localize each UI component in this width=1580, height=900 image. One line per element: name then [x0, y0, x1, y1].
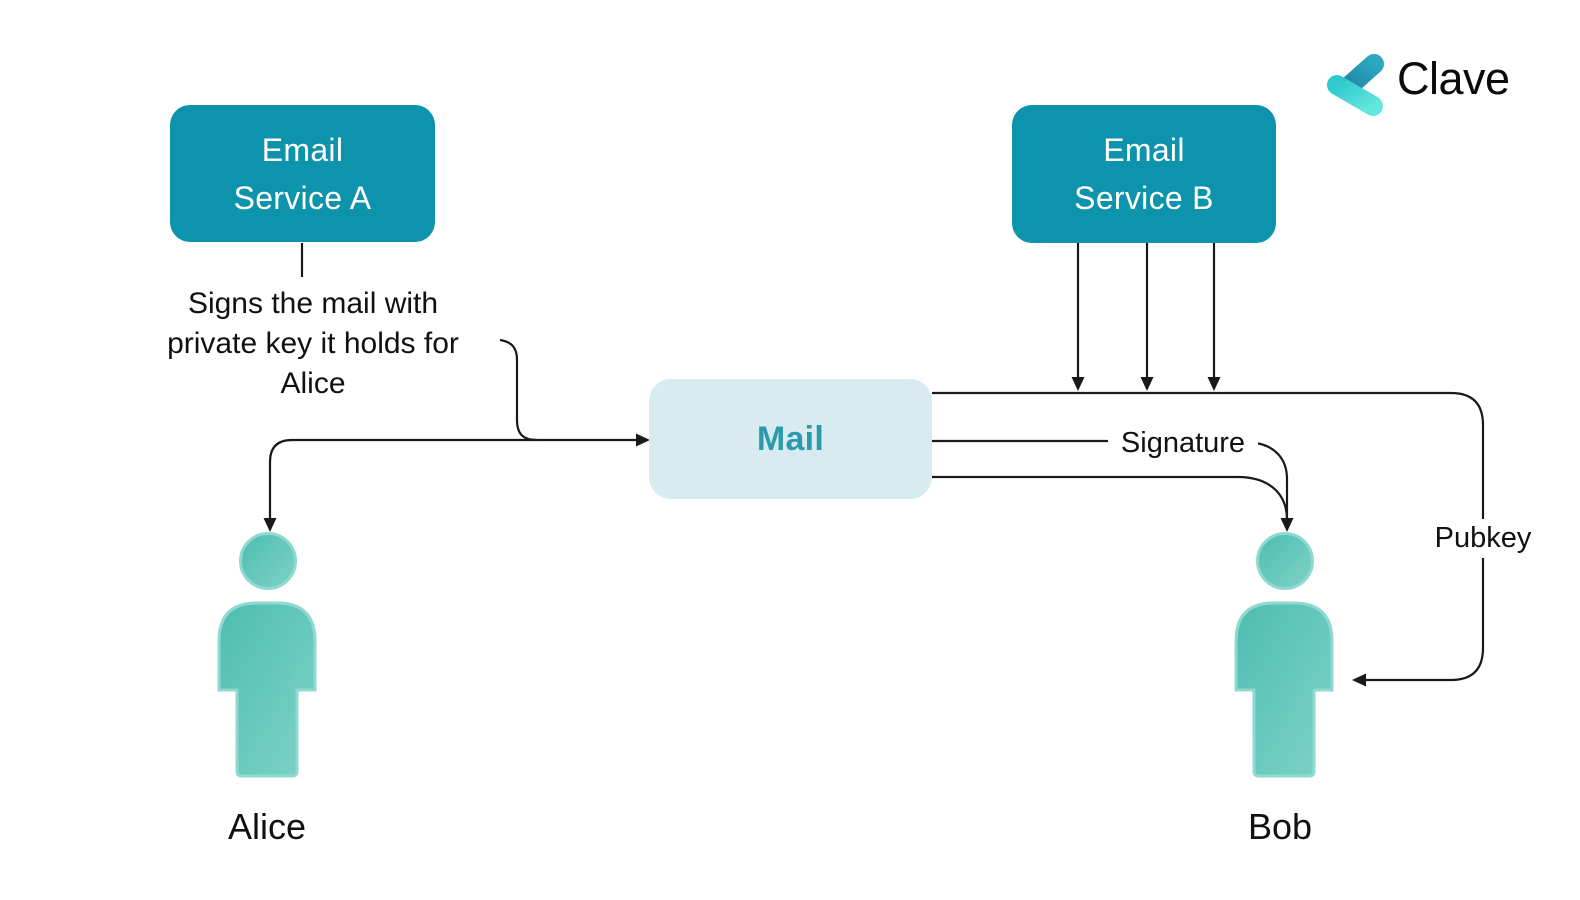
alice-figure: [217, 532, 317, 778]
bob-body: [1234, 601, 1334, 778]
note-to-mail-line: [499, 338, 641, 442]
clave-logo-spacer: [1325, 48, 1387, 110]
alice-head: [239, 532, 297, 590]
email-service-b-label-line1: Email: [1103, 132, 1185, 168]
bob-head: [1256, 532, 1314, 590]
clave-logo-text: Clave: [1397, 53, 1510, 104]
signing-note-line1: Signs the mail with: [187, 287, 439, 320]
mail-bottom-to-bob-line: [932, 475, 1289, 521]
arrowhead-drop-2: [1140, 377, 1154, 391]
arrowhead-pubkey-to-bob: [1352, 673, 1366, 687]
clave-logo: Clave: [1325, 48, 1510, 110]
arrowhead-drop-1: [1071, 377, 1085, 391]
arrowhead-into-mail: [636, 433, 650, 447]
arrowhead-to-bob-head: [1280, 518, 1294, 532]
email-service-b-label-line2: Service B: [1074, 180, 1214, 216]
signing-note: Signs the mail with private key it holds…: [133, 284, 493, 404]
signature-to-bob-line: [1255, 441, 1289, 520]
mail-line-to-alice: [268, 438, 537, 524]
mail-label: Mail: [756, 419, 825, 458]
signature-label: Signature: [1108, 425, 1258, 462]
alice-body: [217, 601, 317, 778]
signing-note-line2: private key it holds for: [167, 327, 459, 360]
email-service-a-label-line1: Email: [261, 131, 344, 168]
email-service-a-box: Email Service A: [170, 105, 435, 242]
logo-chevron-light-bar: [1327, 75, 1383, 116]
alice-label: Alice: [227, 806, 307, 847]
arrowhead-to-alice: [263, 518, 277, 532]
email-service-b-box: Email Service B: [1012, 105, 1276, 243]
arrowhead-drop-3: [1207, 377, 1221, 391]
mail-box: Mail: [649, 379, 932, 499]
email-service-a-label-line2: Service A: [233, 179, 372, 216]
clave-logo-icon: [1327, 54, 1384, 116]
signing-note-line3: Alice: [280, 367, 346, 400]
pubkey-label: Pubkey: [1412, 519, 1554, 558]
bob-label: Bob: [1247, 806, 1313, 847]
bob-figure: [1234, 532, 1334, 778]
